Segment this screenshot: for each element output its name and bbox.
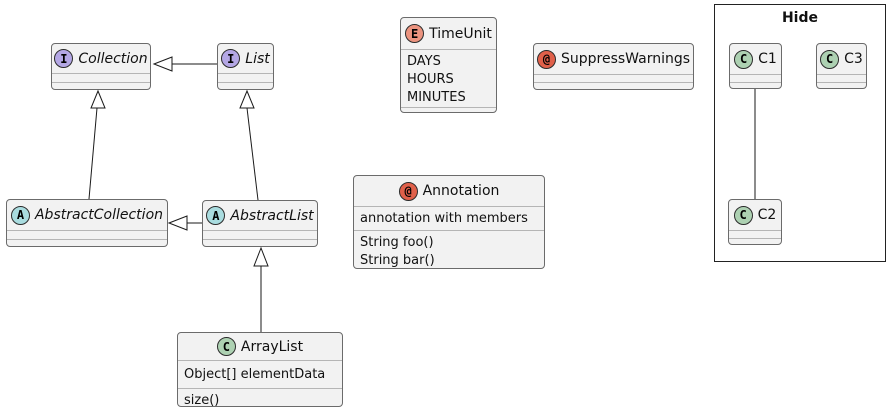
fields-compartment: Object[] elementData: [178, 360, 342, 388]
methods-compartment: [729, 238, 781, 246]
package-title: Hide: [781, 10, 819, 26]
inheritance-arrow-abstractlist-list: [239, 89, 259, 201]
class-title-row: C ArrayList: [178, 333, 342, 360]
class-title-row: @ Annotation: [354, 176, 544, 206]
class-title: C3: [844, 51, 863, 67]
class-box-abstract-collection: A AbstractCollection: [6, 199, 168, 247]
class-title: Collection: [78, 50, 148, 67]
class-title-row: A AbstractCollection: [7, 200, 167, 230]
class-title-row: I Collection: [52, 44, 150, 73]
enum-icon: E: [405, 24, 425, 43]
fields-compartment: [730, 74, 781, 82]
class-icon: C: [216, 337, 236, 356]
class-box-c2: C C2: [728, 199, 782, 245]
class-title: ArrayList: [240, 338, 304, 355]
class-title-row: E TimeUnit: [401, 18, 496, 49]
class-title: Annotation: [422, 183, 500, 199]
inheritance-arrow-list-collection: [152, 56, 217, 72]
members-note: annotation with members: [360, 210, 528, 226]
inheritance-arrow-abstractlist-abstractcollection: [167, 215, 202, 231]
class-title: C1: [758, 51, 777, 67]
class-box-c1: C C1: [729, 43, 782, 89]
methods-compartment: [817, 82, 866, 90]
methods-compartment: [203, 239, 317, 248]
class-title-row: I List: [218, 44, 273, 73]
interface-icon: I: [221, 49, 241, 68]
methods-compartment: [401, 107, 496, 112]
methods-compartment: String foo() String bar(): [354, 230, 544, 268]
enum-values-compartment: DAYS HOURS MINUTES: [401, 49, 496, 107]
field-row: Object[] elementData: [184, 366, 326, 382]
class-box-collection: I Collection: [51, 43, 151, 90]
fields-compartment: [52, 73, 150, 82]
fields-compartment: [729, 230, 781, 238]
methods-compartment: [534, 82, 693, 90]
fields-compartment: [218, 73, 273, 82]
annotation-icon: @: [536, 49, 556, 69]
class-box-abstract-list: A AbstractList: [202, 200, 318, 247]
annotation-icon: @: [398, 181, 418, 201]
class-title-row: C C1: [730, 44, 781, 74]
abstract-class-icon: A: [206, 206, 226, 225]
inheritance-arrow-arraylist-abstractlist: [253, 246, 269, 332]
class-title: TimeUnit: [429, 25, 492, 42]
class-title-row: C C3: [817, 44, 866, 74]
fields-compartment: [7, 230, 167, 239]
members-note-compartment: annotation with members: [354, 206, 544, 230]
class-icon: C: [734, 49, 754, 69]
method-row: String foo(): [360, 235, 434, 250]
fields-compartment: [817, 74, 866, 82]
class-icon: C: [733, 205, 753, 225]
class-title: SuppressWarnings: [560, 51, 691, 67]
class-title: AbstractList: [230, 207, 314, 224]
class-title-row: @ SuppressWarnings: [534, 44, 693, 74]
methods-compartment: size(): [178, 388, 342, 408]
methods-compartment: [52, 82, 150, 91]
class-title: AbstractCollection: [34, 207, 164, 223]
inheritance-arrow-abstractcollection-collection: [88, 89, 106, 200]
enum-value: MINUTES: [407, 90, 466, 105]
methods-compartment: [218, 82, 273, 91]
fields-compartment: [203, 230, 317, 239]
fields-compartment: [534, 74, 693, 82]
class-title-row: C C2: [729, 200, 781, 230]
class-box-c3: C C3: [816, 43, 867, 89]
class-title: List: [245, 50, 270, 67]
abstract-class-icon: A: [10, 205, 30, 225]
enum-box-time-unit: E TimeUnit DAYS HOURS MINUTES: [400, 17, 497, 113]
enum-value: HOURS: [407, 72, 454, 87]
class-box-array-list: C ArrayList Object[] elementData size(): [177, 332, 343, 408]
interface-icon: I: [54, 49, 74, 68]
methods-compartment: [7, 239, 167, 247]
class-title-row: A AbstractList: [203, 201, 317, 230]
methods-compartment: [730, 82, 781, 90]
method-row: size(): [184, 393, 220, 408]
annotation-box-annotation: @ Annotation annotation with members Str…: [353, 175, 545, 269]
annotation-box-suppress-warnings: @ SuppressWarnings: [533, 43, 694, 90]
class-title: C2: [757, 207, 777, 223]
class-box-list: I List: [217, 43, 274, 90]
enum-value: DAYS: [407, 54, 441, 69]
method-row: String bar(): [360, 253, 435, 268]
class-icon: C: [820, 49, 840, 69]
